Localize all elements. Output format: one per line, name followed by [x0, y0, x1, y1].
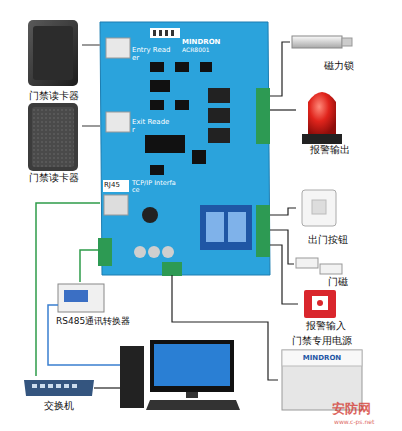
door-contact-node: 门磁 [294, 254, 356, 288]
switch-node: 交换机 [22, 376, 96, 416]
computer [120, 340, 240, 410]
door-contact [296, 258, 342, 274]
node-caption: 交换机 [22, 400, 96, 412]
port-label: Entry Reader [132, 46, 172, 62]
converter-node: RS485通讯转换器 [54, 282, 142, 330]
alarm-input-node: 报警输入 [298, 288, 356, 332]
magnetic-lock [292, 36, 352, 48]
wire-connector [172, 275, 278, 380]
exit-button-node: 出门按钮 [296, 188, 356, 250]
node-caption: MINDRON [284, 354, 360, 362]
node-caption: 门禁专用电源 [278, 335, 366, 347]
network-switch [24, 380, 94, 396]
alarm-light [302, 92, 342, 144]
power-supply-node: 门禁专用电源 MINDRON [278, 334, 366, 412]
node-caption: 报警输出 [310, 144, 358, 156]
wire-connector [82, 125, 100, 127]
card-reader-node: 门禁读卡器 [26, 18, 82, 104]
wire-connector [80, 250, 100, 282]
card-reader-node: 门禁读卡器 [26, 101, 82, 185]
exit-button [302, 190, 336, 226]
node-caption: 门磁 [328, 276, 356, 288]
wire-connector [36, 203, 100, 376]
wire-connector [82, 44, 100, 46]
port-label: TCP/IP Interface [132, 180, 176, 195]
power-supply-box [282, 350, 362, 410]
network-wire [94, 387, 120, 388]
wire-connector [270, 42, 290, 96]
watermark: www.c-ps.net [334, 419, 400, 426]
node-caption: 磁力锁 [324, 60, 360, 72]
wire-connector [270, 245, 298, 304]
wire-connector [270, 208, 296, 215]
controller-board [98, 22, 270, 276]
alarm-input-device [304, 290, 336, 318]
port-label: RJ45 [104, 181, 130, 189]
node-caption: ACR8001 [182, 47, 262, 54]
network-wire [48, 305, 120, 365]
node-caption: 门禁读卡器 [26, 90, 82, 102]
node-caption: 报警输入 [306, 320, 356, 332]
port-label: Exit Reader [132, 118, 172, 134]
wire-connector [270, 109, 296, 110]
card-reader [28, 20, 78, 86]
watermark: 安防网 [332, 402, 392, 417]
card-reader [28, 103, 78, 171]
node-caption: MINDRON [182, 38, 262, 46]
alarm-output-node: 报警输出 [296, 82, 358, 158]
node-caption: 出门按钮 [308, 234, 356, 246]
node-caption: 门禁读卡器 [26, 172, 82, 184]
controller-board: MINDRONACR8001 [100, 22, 270, 275]
converter-device [58, 284, 104, 312]
lock-node: 磁力锁 [290, 32, 360, 76]
node-caption: RS485通讯转换器 [56, 316, 142, 326]
